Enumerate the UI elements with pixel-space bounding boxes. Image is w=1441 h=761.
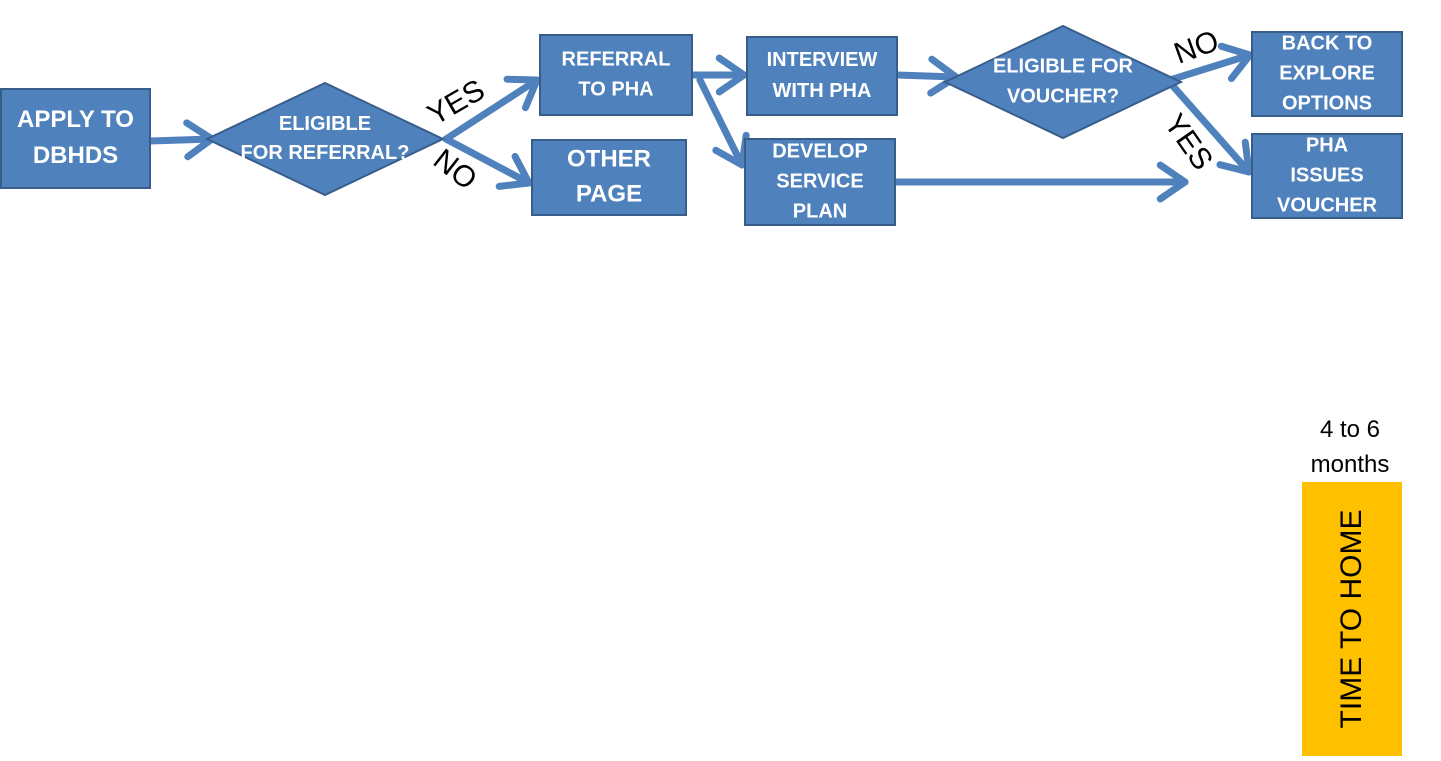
node-text-line: PAGE xyxy=(576,180,642,207)
node-text-line: ELIGIBLE xyxy=(279,113,371,135)
arrow-apply-to-eligible xyxy=(146,119,216,161)
arrow-no-to-other-page xyxy=(442,135,533,190)
node-text-line: REFERRAL xyxy=(562,48,671,70)
flow-shapes: APPLY TO DBHDS ELIGIBLE FOR REFERRAL? REFERR… xyxy=(0,24,1403,226)
node-text-line: TO PHA xyxy=(578,78,653,100)
duration-label: 4 to 6 months xyxy=(1310,416,1390,478)
node-eligible-for-referral: ELIGIBLE FOR REFERRAL? xyxy=(204,81,446,197)
node-text-line: WITH PHA xyxy=(773,80,872,102)
node-text-line: DBHDS xyxy=(33,142,118,169)
node-apply-to-dbhds: APPLY TO DBHDS xyxy=(0,88,151,189)
arrow-yes-to-pha-issues xyxy=(1168,81,1253,176)
arrow-yes-to-referral xyxy=(442,75,541,143)
node-text-line: PLAN xyxy=(793,200,847,222)
arrow-no-to-back-explore xyxy=(1166,42,1254,84)
node-text-line: VOUCHER xyxy=(1277,194,1378,216)
node-text-line: APPLY TO xyxy=(17,106,134,133)
node-back-to-explore-options: BACK TO EXPLORE OPTIONS xyxy=(1251,31,1403,117)
node-text-line: FOR REFERRAL? xyxy=(241,142,410,164)
node-interview-with-pha: INTERVIEW WITH PHA xyxy=(746,36,898,116)
time-to-home-label: TIME TO HOME xyxy=(1335,509,1368,729)
node-text-line: PHA xyxy=(1306,134,1348,156)
node-text-line: SERVICE xyxy=(776,170,863,192)
node-pha-issues-voucher: PHA ISSUES VOUCHER xyxy=(1251,133,1403,219)
node-text-line: OTHER xyxy=(567,145,651,172)
node-text-line: ELIGIBLE FOR xyxy=(993,55,1134,77)
node-develop-service-plan: DEVELOP SERVICE PLAN xyxy=(744,138,896,226)
branch-label-referral-yes: YES xyxy=(422,73,490,132)
node-eligible-for-voucher: ELIGIBLE FOR VOUCHER? xyxy=(942,24,1184,140)
flow-arrows xyxy=(146,42,1254,203)
node-referral-to-pha: REFERRAL TO PHA xyxy=(539,34,693,116)
arrow-referral-to-interview xyxy=(686,54,748,96)
arrow-service-plan-to-voucher xyxy=(893,161,1189,203)
time-to-home-bar: TIME TO HOME xyxy=(1302,482,1402,756)
node-text-line: EXPLORE xyxy=(1279,62,1375,84)
node-text-line: OPTIONS xyxy=(1282,92,1372,114)
node-text-line: BACK TO xyxy=(1282,32,1373,54)
node-text-line: INTERVIEW xyxy=(767,49,878,71)
arrow-interview-to-eligible-voucher xyxy=(893,55,960,97)
node-text-line: DEVELOP xyxy=(772,140,868,162)
node-other-page: OTHER PAGE xyxy=(531,139,687,216)
node-text-line: ISSUES xyxy=(1290,164,1363,186)
node-text-line: VOUCHER? xyxy=(1007,85,1119,107)
